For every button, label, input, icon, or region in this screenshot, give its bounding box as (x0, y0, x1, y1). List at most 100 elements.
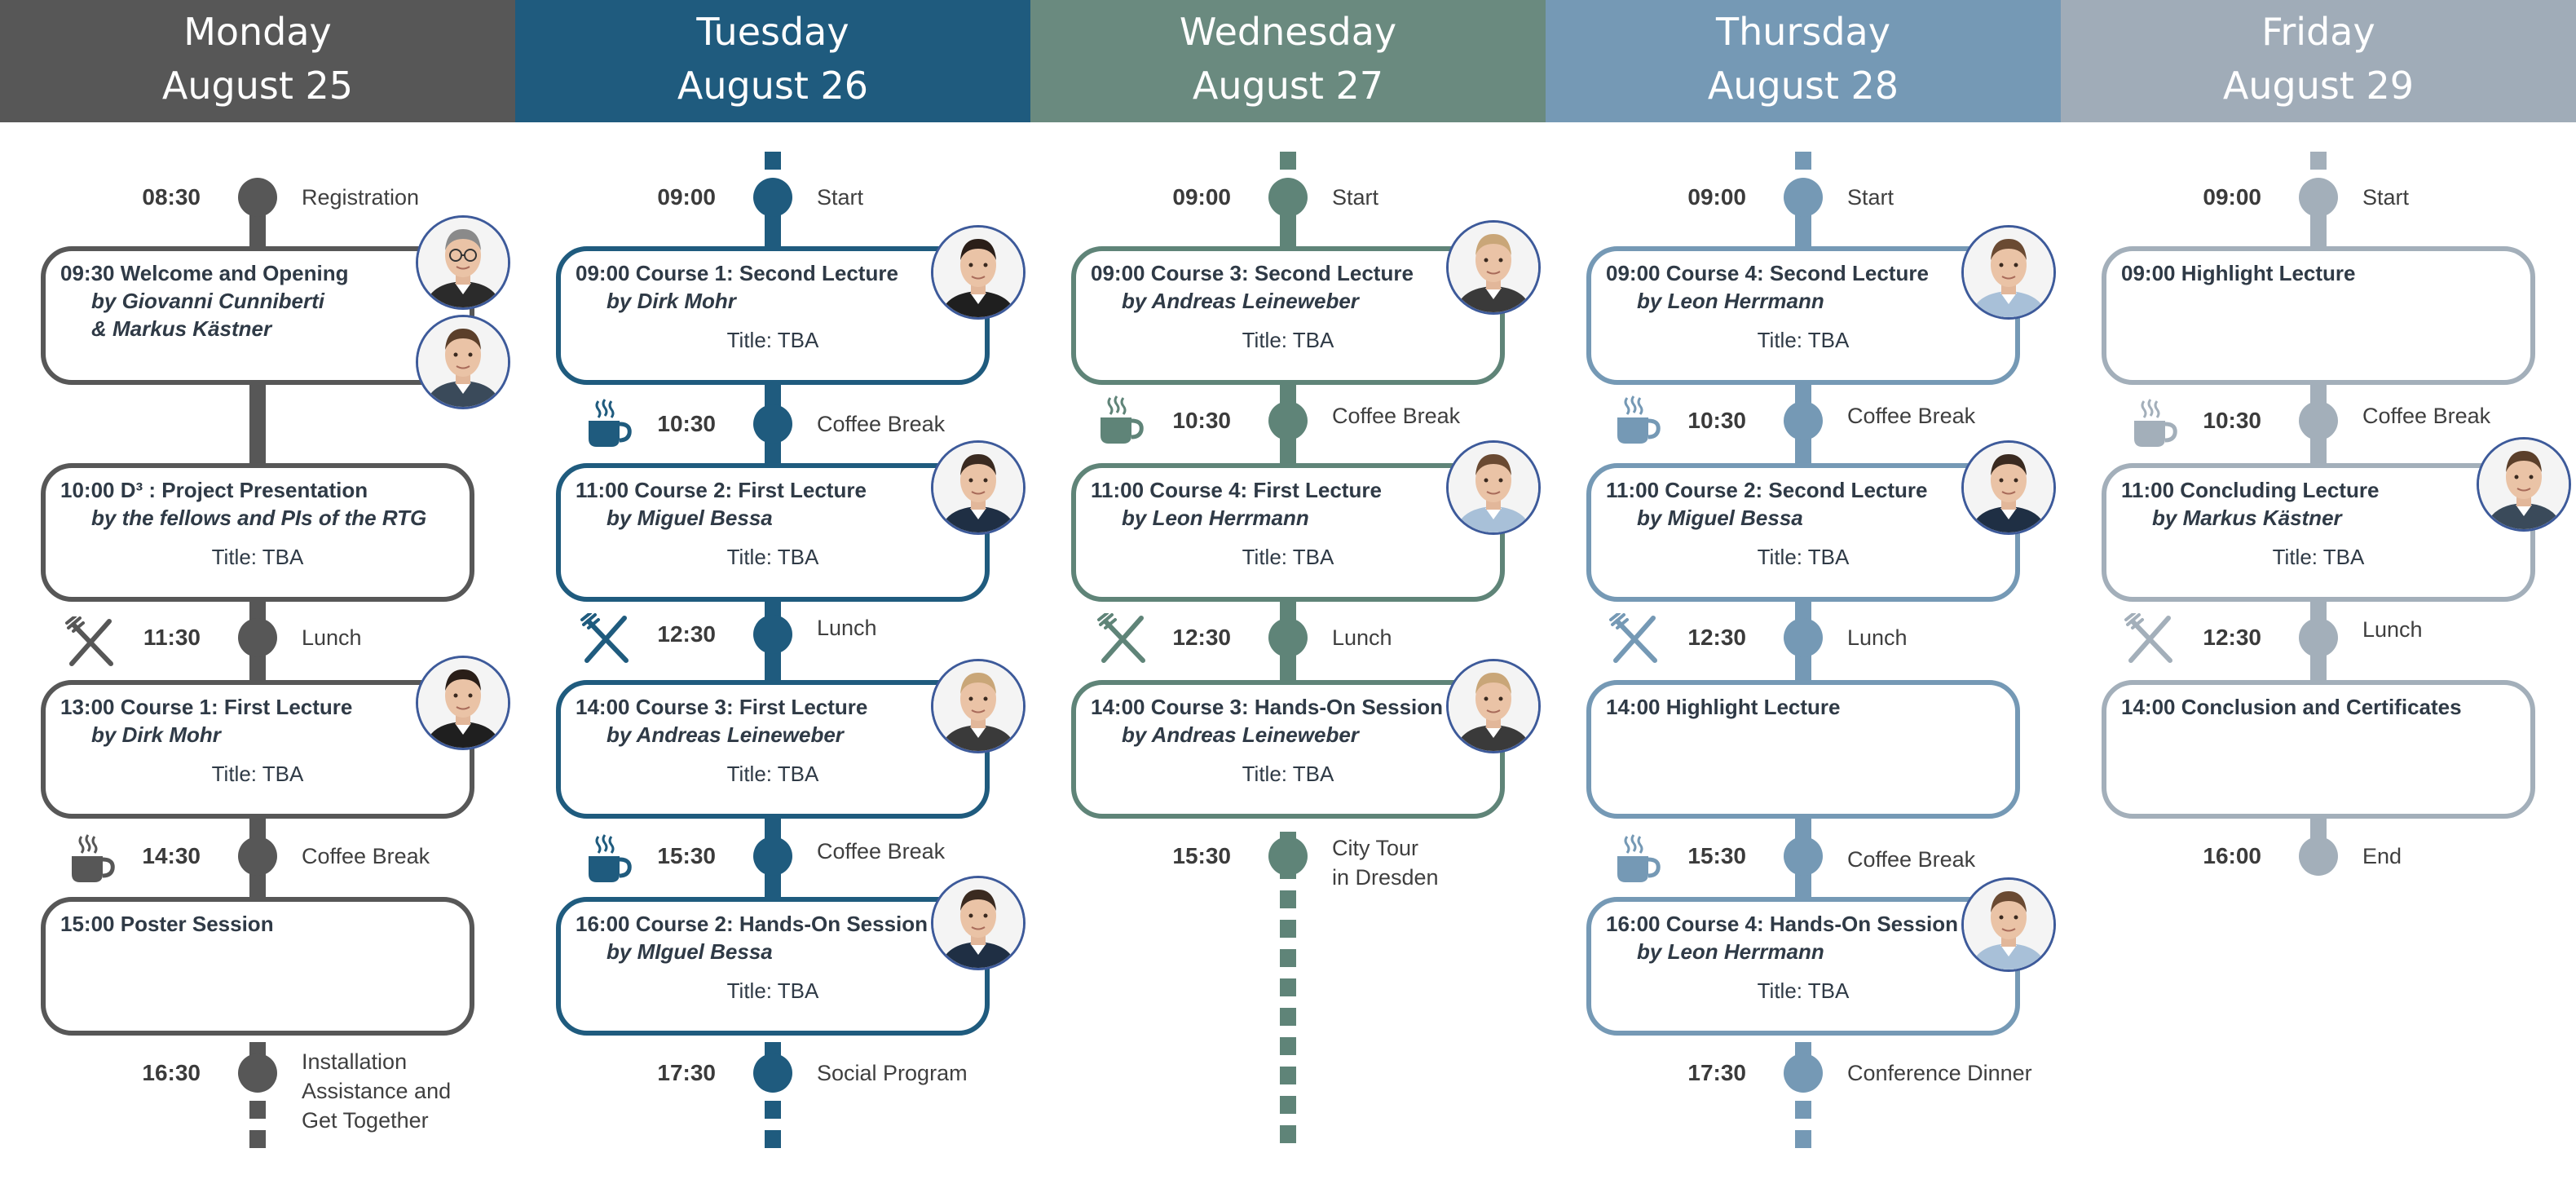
session-subtitle: Title: TBA (726, 762, 819, 786)
timeline-end-dash (1280, 920, 1296, 938)
timeline-start-dash (1280, 152, 1296, 170)
session-speaker: by Miguel Bessa (1637, 506, 1803, 530)
cutlery-icon (1609, 613, 1661, 665)
event-label: Lunch (302, 625, 362, 650)
session-title: 09:00 Highlight Lecture (2121, 261, 2356, 285)
session-title: 09:00 Course 1: Second Lecture (576, 261, 898, 285)
event-dot (1784, 178, 1823, 217)
event-label: Lunch (1332, 625, 1392, 650)
session-title: 11:00 Concluding Lecture (2121, 478, 2380, 502)
timeline-start-dash (2310, 152, 2327, 170)
event-dot (2299, 178, 2338, 217)
andreas-leineweber-photo (1446, 220, 1541, 315)
event-time: 16:00 (2203, 843, 2261, 868)
session-card[interactable]: 09:00 Course 3: Second Lecture by Andreas… (1071, 246, 1505, 385)
session-subtitle: Title: TBA (1242, 762, 1334, 786)
event-label: City Tour in Dresden (1332, 836, 1439, 890)
coffee-cup-icon (585, 833, 634, 884)
event-label: Coffee Break (2362, 404, 2491, 428)
session-speaker: by Andreas Leineweber (1122, 289, 1359, 313)
event-time: 14:30 (142, 843, 201, 868)
timeline-end-dash (1280, 1008, 1296, 1026)
session-title: 09:00 Course 3: Second Lecture (1091, 261, 1414, 285)
event-dot (2299, 837, 2338, 876)
event-label: Start (1847, 185, 1895, 210)
timeline-end-dash (249, 1101, 266, 1119)
session-card[interactable]: 13:00 Course 1: First Lecture by Dirk Moh… (41, 680, 474, 819)
session-card[interactable]: 09:00 Highlight Lecture (2102, 246, 2535, 385)
coffee-cup-icon (1614, 395, 1663, 445)
leon-herrmann-photo (1961, 225, 2056, 320)
day-weekday: Wednesday (1179, 10, 1397, 54)
event-time: 11:30 (143, 625, 201, 650)
coffee-cup-icon (1097, 395, 1146, 445)
session-title: 13:00 Course 1: First Lecture (60, 695, 353, 719)
event-time: 10:30 (1687, 408, 1746, 433)
session-card[interactable]: 14:00 Highlight Lecture (1586, 680, 2020, 819)
timeline-end-dash (765, 1130, 781, 1148)
session-speaker: by Markus Kästner (2152, 506, 2342, 530)
day-weekday: Monday (183, 10, 332, 54)
session-card[interactable]: 15:00 Poster Session (41, 897, 474, 1036)
event-dot (1268, 837, 1308, 876)
event-time: 12:30 (657, 621, 716, 647)
cutlery-icon (580, 613, 633, 665)
session-subtitle: Title: TBA (211, 762, 304, 786)
event-time: 12:30 (1687, 625, 1746, 650)
event-dot (238, 618, 277, 657)
event-label: Registration (302, 185, 420, 210)
day-date: August 25 (161, 64, 354, 108)
event-dot (238, 837, 277, 876)
day-date: August 27 (1192, 64, 1384, 108)
event-dot (2299, 618, 2338, 657)
coffee-cup-icon (585, 398, 634, 448)
cutlery-icon (65, 616, 117, 669)
session-speaker: by Andreas Leineweber (607, 722, 844, 747)
session-speaker: by MIguel Bessa (607, 939, 773, 964)
timeline-start-dash (1795, 152, 1811, 170)
session-subtitle: Title: TBA (726, 328, 819, 352)
event-time: 09:00 (657, 184, 716, 210)
timeline-line (249, 184, 266, 1034)
event-label: Start (2362, 185, 2410, 210)
timeline-end-dash (1280, 1067, 1296, 1084)
day-date: August 28 (1707, 64, 1899, 108)
session-card[interactable]: 14:00 Conclusion and Certificates (2102, 680, 2535, 819)
session-speaker: by Giovanni Cunniberti & Markus Kästner (91, 289, 325, 341)
timeline-line (1795, 184, 1811, 1034)
event-label: Lunch (2362, 617, 2423, 642)
session-card[interactable]: 11:00 Concluding Lecture by Markus Kästne… (2102, 463, 2535, 602)
timeline-end-dash (765, 1101, 781, 1119)
event-label: Coffee Break (817, 839, 946, 864)
session-speaker: by Leon Herrmann (1637, 289, 1824, 313)
session-title: 15:00 Poster Session (60, 912, 274, 936)
timeline-start-dash (765, 152, 781, 170)
day-date: August 29 (2222, 64, 2415, 108)
event-label: End (2362, 844, 2402, 868)
day-weekday: Friday (2261, 10, 2375, 54)
timeline-line (765, 184, 781, 1034)
timeline-end-dash (249, 1130, 266, 1148)
session-title: 16:00 Course 4: Hands-On Session (1606, 912, 1959, 936)
timeline-end-dash (1795, 1101, 1811, 1119)
session-speaker: by Dirk Mohr (91, 722, 221, 747)
event-dot (1784, 618, 1823, 657)
andreas-leineweber-photo (931, 659, 1026, 753)
timeline-end-dash (1280, 1096, 1296, 1114)
timeline-end-dash (1280, 890, 1296, 908)
